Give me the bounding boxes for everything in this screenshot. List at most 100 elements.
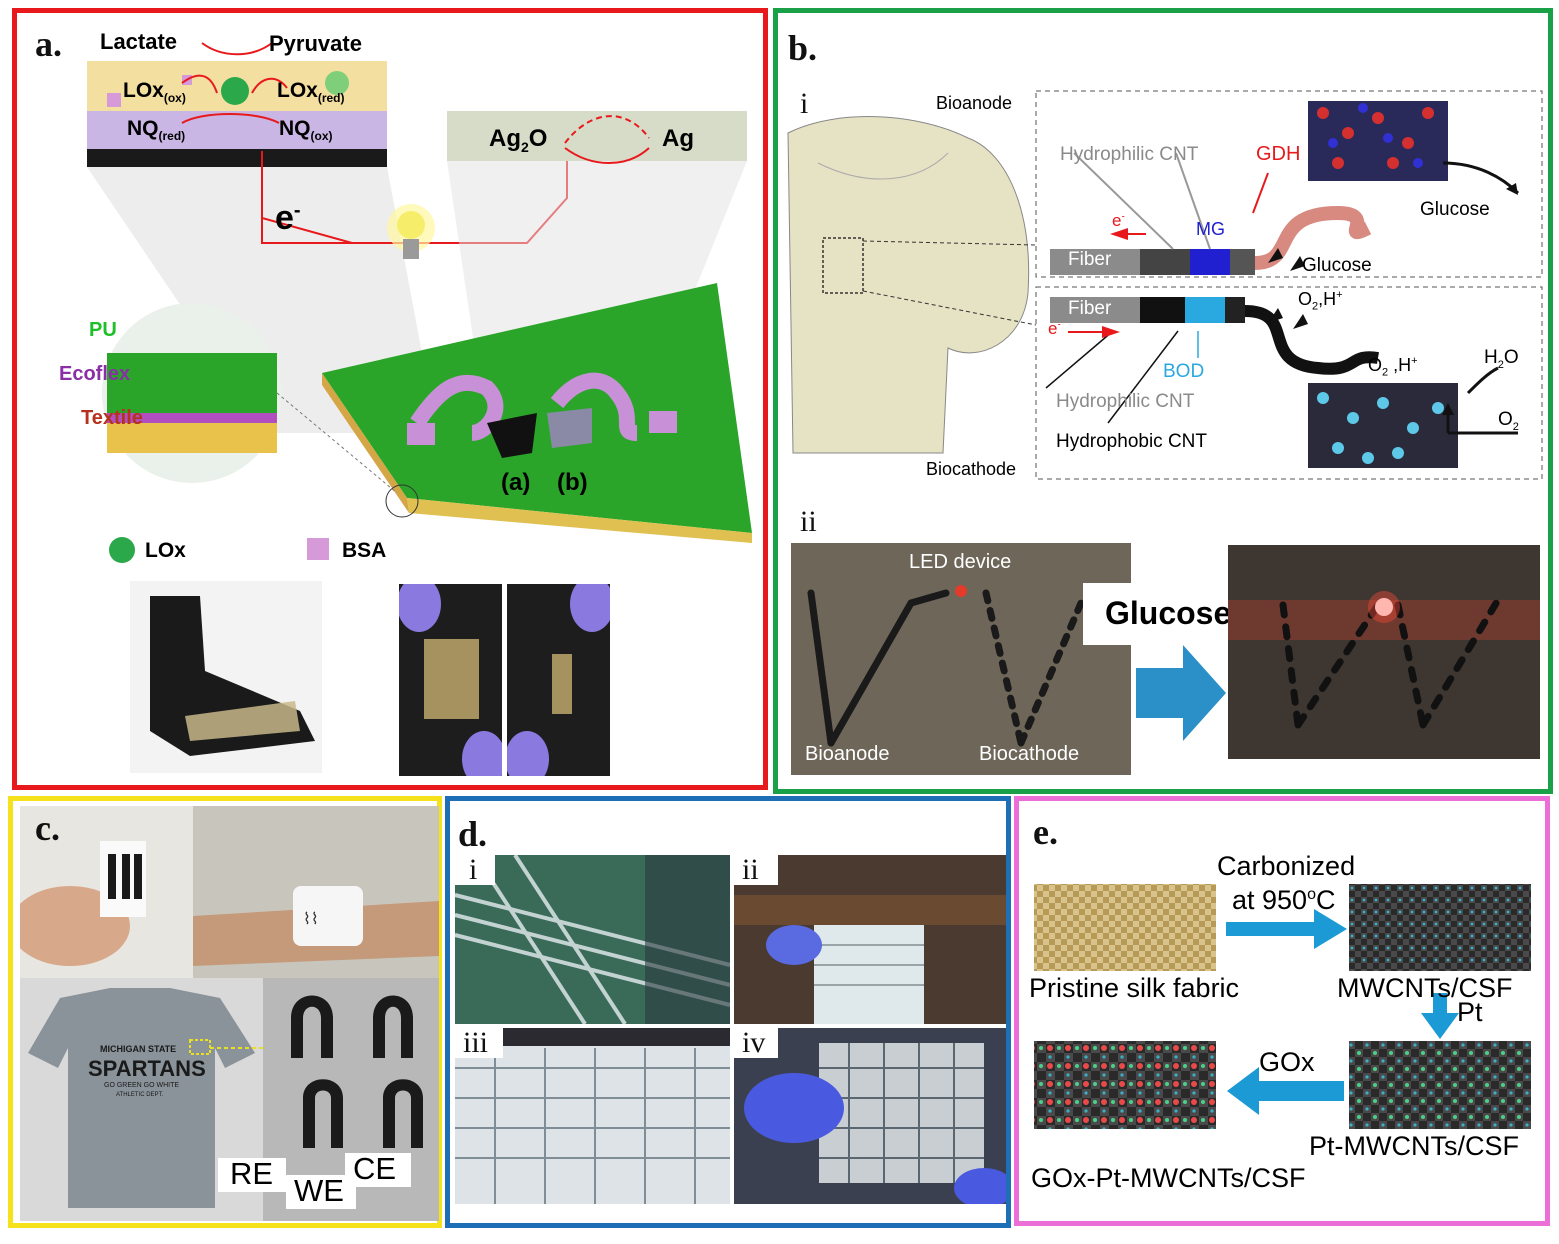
tattoo-finger-photo [20, 806, 193, 978]
lox-ox-text: LOx [123, 79, 164, 102]
layer-textile-label: Textile [81, 407, 143, 429]
lox-red-text: LOx [277, 79, 318, 102]
panel-e-label: e. [1033, 812, 1058, 852]
h2o-sub: 2 [1497, 358, 1504, 371]
lox-red-label: LOx(red) [277, 79, 345, 105]
o2h-2-text: O [1368, 355, 1383, 375]
biocathode-label: Biocathode [926, 459, 1017, 479]
bioanode-label: Bioanode [936, 93, 1013, 113]
shirt-line-3: GO GREEN GO WHITE [104, 1082, 180, 1089]
led-photo-after [1228, 545, 1540, 759]
e-bottom-text: e [1048, 319, 1058, 338]
lox-ox-sub: (ox) [163, 91, 186, 106]
nq-ox-text: NQ [279, 117, 311, 140]
legend-bsa-label: BSA [342, 539, 387, 562]
photo-biocathode-label: Biocathode [979, 743, 1080, 765]
o2h-plus: + [1336, 289, 1343, 301]
weaving-photo-iv: iv [734, 1028, 1006, 1204]
panel-a: a. [12, 8, 768, 790]
gox-pt-label: GOx-Pt-MWCNTs/CSF [1031, 1163, 1306, 1193]
ag2o-sub: 2 [521, 138, 529, 155]
o2h-2-tail: ,H [1388, 355, 1412, 375]
hydrophilic-cnt-bottom-label: Hydrophilic CNT [1056, 391, 1195, 412]
panel-d-sub-iii: iii [463, 1028, 489, 1059]
ag2o-label: Ag2O [489, 125, 547, 155]
mwcnts-swatch [1349, 884, 1531, 971]
nq-red-label: NQ(red) [127, 117, 185, 143]
o2h-tail: ,H [1318, 289, 1337, 309]
glucose-top-label: Glucose [1420, 199, 1490, 220]
lactate-label: Lactate [100, 29, 178, 54]
lox-ox-label: LOx(ox) [123, 79, 186, 105]
we-label: WE [294, 1173, 344, 1208]
o2-label: O2 [1498, 409, 1519, 433]
shirt-line-1: MICHIGAN STATE [100, 1044, 177, 1054]
panel-b-diagram [787, 90, 1543, 480]
hydrophobic-cnt-label: Hydrophobic CNT [1056, 431, 1207, 452]
panel-b: b. i [773, 8, 1553, 794]
gdh-label: GDH [1256, 143, 1301, 165]
ce-box: CE [345, 1151, 411, 1187]
h2o-tail: O [1503, 347, 1519, 368]
pristine-fabric-swatch [1034, 884, 1216, 971]
arrow-pt [1421, 993, 1459, 1039]
pt-mwcnts-label: Pt-MWCNTs/CSF [1309, 1131, 1519, 1161]
mg-label: MG [1196, 219, 1225, 239]
we-box: WE [286, 1173, 356, 1209]
e-bottom-sup: - [1057, 319, 1061, 331]
lox-red-sub: (red) [317, 91, 345, 106]
sub-iv-box [734, 1028, 778, 1058]
layer-ecoflex-label: Ecoflex [59, 363, 131, 385]
e-top-sup: - [1121, 211, 1125, 223]
ag-label: Ag [662, 125, 694, 152]
o2-sub: 2 [1512, 420, 1519, 433]
sock-photo [130, 581, 322, 773]
glucose-box-label: Glucose [1105, 595, 1232, 631]
fiber-bottom-label: Fiber [1068, 298, 1112, 319]
o2h-label: O2,H+ [1298, 289, 1343, 313]
at-temp-label: at 950oC [1232, 885, 1335, 916]
led-device-label: LED device [909, 551, 1012, 573]
svg-text:⌇⌇: ⌇⌇ [303, 909, 319, 928]
pt-mwcnts-swatch [1349, 1041, 1531, 1129]
arrow-carbonize [1226, 909, 1347, 949]
electron-sup: - [293, 199, 301, 222]
photo-bioanode-label: Bioanode [805, 743, 890, 765]
sub-ii-box [734, 855, 778, 885]
mwcnts-label: MWCNTs/CSF [1337, 973, 1513, 1003]
led-photo-before: LED device Bioanode Biocathode [791, 543, 1131, 775]
weaving-photo-i: i [455, 855, 730, 1024]
shirt-line-2: SPARTANS [88, 1056, 206, 1081]
panel-d-sub-iv: iv [742, 1028, 766, 1059]
weaving-photo-ii: ii [734, 855, 1006, 1024]
arrow-gox [1227, 1067, 1344, 1115]
ag2o-tail: O [528, 125, 548, 152]
panel-c-label: c. [35, 808, 60, 848]
carbonized-label: Carbonized [1217, 851, 1356, 881]
wristband-photo: ⌇⌇ [193, 806, 439, 978]
gox-label: GOx [1259, 1047, 1315, 1077]
panel-e-diagram [1034, 884, 1531, 1129]
bod-label: BOD [1163, 361, 1205, 382]
o2h-text: O [1298, 289, 1313, 309]
weaving-photo-iii: iii [455, 1028, 730, 1204]
pt-label: Pt [1457, 997, 1483, 1027]
o2h-2-plus: + [1411, 355, 1418, 367]
panel-d-sub-i: i [469, 855, 478, 886]
pristine-label: Pristine silk fabric [1029, 973, 1240, 1003]
re-label: RE [230, 1156, 274, 1191]
at-temp-tail: C [1315, 885, 1336, 915]
panel-a-label: a. [35, 24, 62, 64]
panel-e: e. Carbonized at 950oC Pristine silk fab… [1014, 796, 1550, 1226]
e-bottom-label: e- [1048, 319, 1061, 339]
nq-ox-sub: (ox) [310, 129, 333, 144]
o2h-2-label: O2 ,H+ [1368, 355, 1418, 379]
ag2o-text: Ag [489, 125, 521, 152]
panel-d-label: d. [458, 814, 488, 854]
o2-text: O [1498, 409, 1513, 430]
panel-b-label: b. [788, 28, 818, 68]
ce-label: CE [353, 1151, 397, 1186]
layer-pu-label: PU [89, 319, 117, 341]
glove-photo-1 [399, 584, 502, 776]
re-box: RE [218, 1156, 286, 1192]
